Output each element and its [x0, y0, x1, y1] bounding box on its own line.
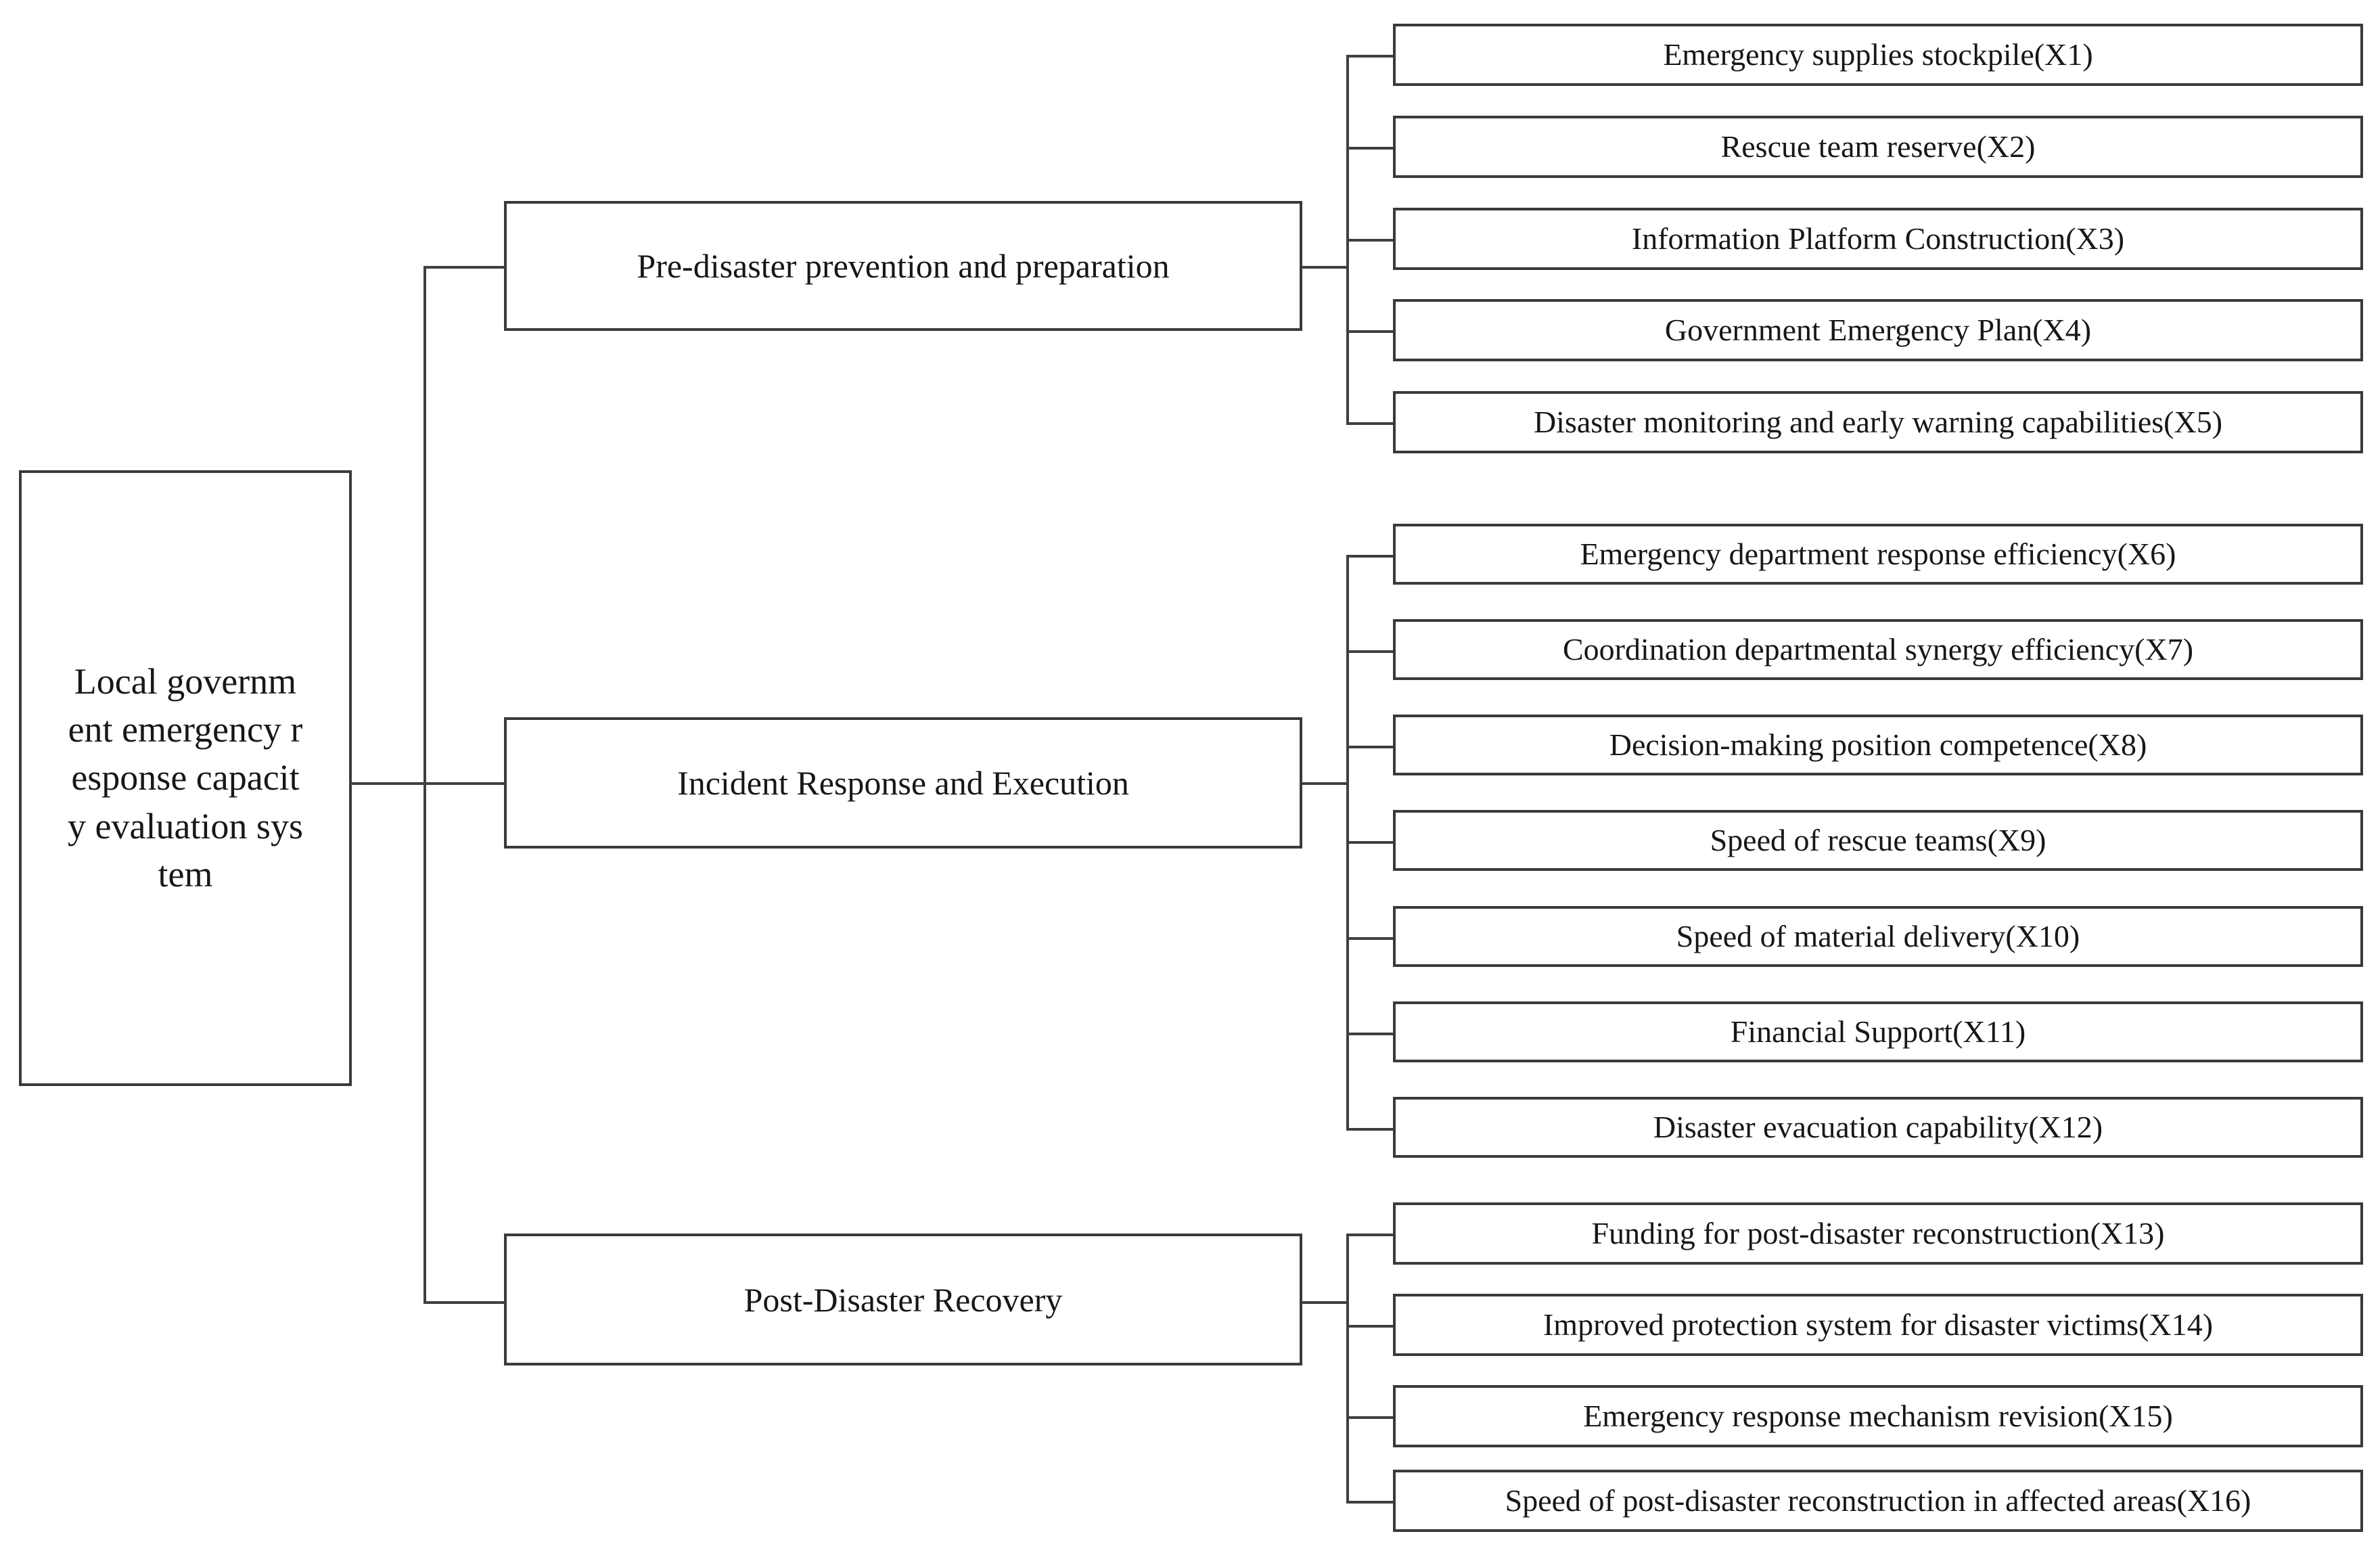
leaf-node-x14[interactable]: Improved protection system for disaster … — [1393, 1294, 2363, 1356]
leaf-node-x12-label: Disaster evacuation capability(X12) — [1653, 1109, 2103, 1144]
connector-leaf-x7 — [1346, 650, 1394, 653]
leaf-node-x4-label: Government Emergency Plan(X4) — [1664, 312, 2092, 347]
connector-leaf-x11 — [1346, 1033, 1394, 1035]
leaf-node-x16-label: Speed of post-disaster reconstruction in… — [1505, 1483, 2251, 1518]
leaf-node-x16[interactable]: Speed of post-disaster reconstruction in… — [1393, 1470, 2363, 1532]
leaf-node-x8-label: Decision-making position competence(X8) — [1609, 727, 2147, 762]
connector-subtrunk-1-span — [1346, 55, 1349, 424]
leaf-node-x15[interactable]: Emergency response mechanism revision(X1… — [1393, 1385, 2363, 1447]
connector-leaf-x6 — [1346, 555, 1394, 558]
leaf-node-x15-label: Emergency response mechanism revision(X1… — [1583, 1398, 2173, 1433]
leaf-node-x2-label: Rescue team reserve(X2) — [1720, 129, 2036, 164]
leaf-node-x10-label: Speed of material delivery(X10) — [1676, 918, 2080, 953]
connector-leaf-x1 — [1346, 55, 1394, 58]
connector-leaf-x10 — [1346, 937, 1394, 940]
connector-trunk-to-category-3 — [424, 1301, 505, 1304]
leaf-node-x10[interactable]: Speed of material delivery(X10) — [1393, 906, 2363, 967]
connector-category-3-stub — [1302, 1301, 1349, 1304]
category-node-2-label: Incident Response and Execution — [677, 764, 1129, 802]
connector-subtrunk-3 — [1346, 1234, 1349, 1503]
connector-root-stub — [349, 782, 426, 785]
leaf-node-x9[interactable]: Speed of rescue teams(X9) — [1393, 810, 2363, 871]
leaf-node-x14-label: Improved protection system for disaster … — [1542, 1307, 2214, 1342]
category-node-3-label: Post-Disaster Recovery — [743, 1280, 1063, 1319]
leaf-node-x13-label: Funding for post-disaster reconstruction… — [1591, 1215, 2165, 1250]
category-node-3[interactable]: Post-Disaster Recovery — [504, 1234, 1302, 1365]
leaf-node-x1-label: Emergency supplies stockpile(X1) — [1663, 37, 2093, 72]
connector-leaf-x13 — [1346, 1234, 1394, 1236]
connector-category-1-stub — [1302, 266, 1349, 269]
leaf-node-x4[interactable]: Government Emergency Plan(X4) — [1393, 299, 2363, 361]
leaf-node-x13[interactable]: Funding for post-disaster reconstruction… — [1393, 1202, 2363, 1265]
category-node-1-label: Pre-disaster prevention and preparation — [637, 247, 1170, 285]
leaf-node-x7[interactable]: Coordination departmental synergy effici… — [1393, 619, 2363, 680]
connector-trunk-to-category-2 — [424, 782, 505, 785]
connector-leaf-x3 — [1346, 239, 1394, 242]
category-node-2[interactable]: Incident Response and Execution — [504, 717, 1302, 849]
root-node[interactable]: Local governm ent emergency r esponse ca… — [19, 470, 352, 1086]
leaf-node-x1[interactable]: Emergency supplies stockpile(X1) — [1393, 24, 2363, 86]
connector-leaf-x4 — [1346, 330, 1394, 333]
leaf-node-x9-label: Speed of rescue teams(X9) — [1710, 822, 2046, 857]
leaf-node-x5-label: Disaster monitoring and early warning ca… — [1533, 404, 2223, 439]
leaf-node-x11[interactable]: Financial Support(X11) — [1393, 1001, 2363, 1062]
leaf-node-x3-label: Information Platform Construction(X3) — [1631, 221, 2125, 256]
connector-leaf-x9 — [1346, 841, 1394, 844]
connector-leaf-x16 — [1346, 1501, 1394, 1504]
connector-leaf-x8 — [1346, 746, 1394, 748]
leaf-node-x11-label: Financial Support(X11) — [1730, 1014, 2026, 1049]
leaf-node-x6-label: Emergency department response efficiency… — [1580, 536, 2176, 571]
connector-main-trunk — [424, 266, 426, 1304]
connector-leaf-x12 — [1346, 1128, 1394, 1131]
root-node-label: Local governm ent emergency r esponse ca… — [68, 660, 303, 895]
connector-trunk-to-category-1 — [424, 266, 505, 269]
connector-leaf-x5 — [1346, 422, 1394, 425]
leaf-node-x8[interactable]: Decision-making position competence(X8) — [1393, 715, 2363, 775]
leaf-node-x7-label: Coordination departmental synergy effici… — [1562, 631, 2194, 666]
leaf-node-x2[interactable]: Rescue team reserve(X2) — [1393, 116, 2363, 178]
connector-category-2-stub — [1302, 782, 1349, 785]
leaf-node-x12[interactable]: Disaster evacuation capability(X12) — [1393, 1097, 2363, 1158]
leaf-node-x6[interactable]: Emergency department response efficiency… — [1393, 524, 2363, 585]
category-node-1[interactable]: Pre-disaster prevention and preparation — [504, 201, 1302, 331]
connector-leaf-x2 — [1346, 147, 1394, 150]
leaf-node-x5[interactable]: Disaster monitoring and early warning ca… — [1393, 391, 2363, 453]
connector-leaf-x15 — [1346, 1416, 1394, 1419]
connector-leaf-x14 — [1346, 1325, 1394, 1328]
leaf-node-x3[interactable]: Information Platform Construction(X3) — [1393, 208, 2363, 270]
